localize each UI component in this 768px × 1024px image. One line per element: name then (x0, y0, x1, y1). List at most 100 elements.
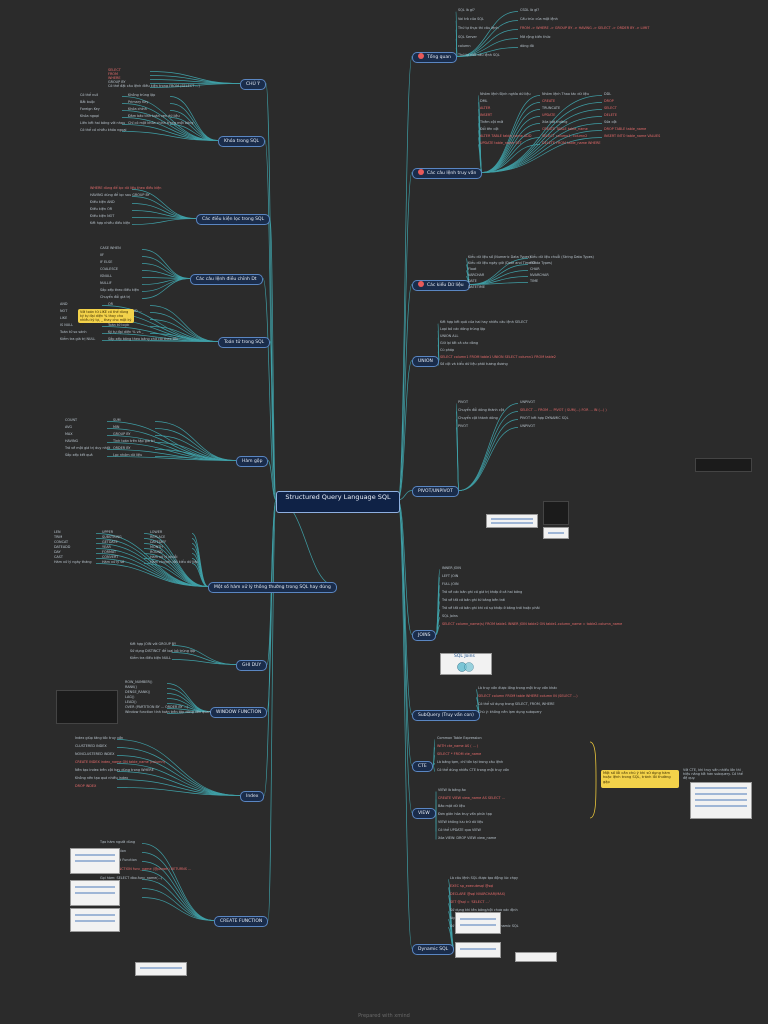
create-function-leaf: Tạo hàm người dùng (100, 840, 136, 844)
kieu-du-lieu-leaf: Float (468, 267, 477, 271)
joins-leaf: SELECT column_name(s) FROM table1 INNER … (442, 622, 623, 626)
chu-y-leaf: WHERE (108, 76, 121, 80)
ham-xu-ly-leaf: DATEADD (54, 545, 71, 549)
connector-line (141, 278, 191, 299)
ghi-duy-leaf: Sử dụng DISTINCT để loại bỏ trùng lặp (130, 649, 196, 653)
branch-ham-xu-ly[interactable]: Một số hàm xử lý thông thường trong SQL … (208, 582, 337, 593)
branch-bieu-thuc[interactable]: Các câu lệnh điều chỉnh Dt (190, 274, 263, 285)
branch-joins[interactable]: JOINS (412, 630, 437, 641)
branch-dynamic[interactable]: Dynamic SQL (412, 944, 455, 955)
ham-gop-leaf: SUM (113, 418, 121, 422)
connector-line (141, 843, 215, 921)
branch-create-function[interactable]: CREATE FUNCTION (214, 916, 269, 927)
kieu-du-lieu-leaf: DATETIME (468, 285, 485, 289)
branch-pivot[interactable]: PIVOT/UNPIVOT (412, 486, 459, 497)
create-function-leaf: CREATE FUNCTION func_name (@param) RETUR… (100, 867, 192, 871)
branch-ham-gop[interactable]: Hàm gộp (236, 456, 269, 467)
branch-tong-quan[interactable]: Tổng quan (412, 52, 457, 63)
bieu-thuc-leaf: IIF (100, 253, 104, 257)
footer-credit: Prepared with xmind (358, 1013, 410, 1019)
branch-cte[interactable]: CTE (412, 761, 433, 772)
connector-line (458, 427, 519, 491)
dynamic-leaf: Sử dụng khi tên bảng/cột chưa xác định (450, 908, 518, 912)
function-example-2 (70, 880, 120, 906)
toan-tu-leaf: OR (108, 302, 114, 306)
connector-line (149, 340, 219, 342)
branch-khoa[interactable]: Khóa trong SQL (218, 136, 266, 147)
union-leaf: Số cột và kiểu dữ liệu phải tương đương (440, 362, 508, 366)
ham-xu-ly-leaf: Hàm chuyển đổi kiểu dữ liệu (150, 560, 199, 564)
ham-gop-leaf: GROUP BY (113, 432, 131, 436)
kieu-du-lieu-leaf: DATE (468, 279, 477, 283)
connector-line (141, 888, 215, 921)
ham-gop-leaf: AVG (65, 425, 73, 429)
branch-view[interactable]: VIEW (412, 808, 436, 819)
branch-ghi-duy[interactable]: GHI DUY (236, 660, 268, 671)
bieu-thuc-leaf: ISNULL (100, 274, 112, 278)
cte-file-tree-image (690, 782, 752, 819)
union-leaf: Cú pháp (440, 348, 455, 352)
khoa-leaf: Có thể có nhiều khóa ngoại (80, 128, 127, 132)
branch-label: CREATE FUNCTION (220, 919, 263, 924)
branch-label: Dynamic SQL (418, 947, 449, 952)
subquery-leaf: Là truy vấn được lồng trong một truy vấn… (478, 686, 558, 690)
khoa-leaf: Primary Key (128, 100, 149, 104)
pivot-leaf: PIVOT (458, 400, 469, 404)
connector-line (456, 11, 519, 57)
window-leaf: ROW_NUMBER() (125, 680, 153, 684)
cte-leaf: WITH cte_name AS ( ... ) (437, 744, 479, 748)
ham-xu-ly-leaf: Hàm xử lý chuỗi (150, 555, 178, 559)
kieu-du-lieu-leaf: INT (530, 261, 536, 265)
connector-line (458, 419, 519, 491)
dieu-kien-leaf: Điều kiện OR (90, 207, 113, 211)
cac-cau-lenh-leaf: INSERT INTO table_name VALUES (604, 134, 661, 138)
union-leaf: Loại bỏ các dòng trùng lặp (440, 327, 486, 331)
toan-tu-leaf: Toán tử so sánh (60, 330, 87, 334)
branch-dieu-kien[interactable]: Các điều kiện lọc trong SQL (196, 214, 271, 225)
index-leaf: DROP INDEX (75, 784, 97, 788)
index-leaf: Không nên tạo quá nhiều index (75, 776, 129, 780)
dynamic-leaf: Là câu lệnh SQL được tạo động lúc chạy (450, 876, 519, 880)
sql-joins-image: SQL Joins (440, 653, 492, 675)
window-leaf: RANK() (125, 685, 137, 689)
connector-line (432, 765, 436, 772)
ham-xu-ly-leaf: DAY (54, 550, 61, 554)
callout-note-right: Một số lỗi cần chú ý khi sử dụng hàm hoặ… (601, 770, 679, 788)
connector-line (481, 130, 603, 173)
venn-diagram-icon (457, 662, 474, 672)
branch-kieu-du-lieu[interactable]: Các kiểu Dữ liệu (412, 280, 470, 291)
connector-line (116, 771, 241, 796)
ham-xu-ly-leaf: CONCAT (54, 540, 69, 544)
pivot-screenshot-3 (543, 527, 569, 539)
subquery-leaf: Chú ý: không nên lạm dụng subquery (478, 710, 542, 714)
branch-union[interactable]: UNION (412, 356, 439, 367)
cac-cau-lenh-leaf: CREATE (542, 99, 556, 103)
cac-cau-lenh-leaf: SELECT column1, column2 (542, 134, 588, 138)
branch-toan-tu[interactable]: Toán tử trong SQL (218, 337, 271, 348)
kieu-du-lieu-leaf: Kiểu dữ liệu số (Numeric Data Types) (468, 255, 531, 259)
connector-line (116, 787, 241, 796)
connector-line (143, 563, 209, 587)
cac-cau-lenh-leaf: DDL (604, 92, 612, 96)
branch-subquery[interactable]: SubQuery (Truy vấn con) (412, 710, 480, 721)
pivot-leaf: PIVOT (458, 424, 469, 428)
branch-index[interactable]: Index (240, 791, 265, 802)
branch-window[interactable]: WINDOW FUNCTION (210, 707, 268, 718)
view-leaf: Có thể UPDATE qua VIEW (438, 828, 481, 832)
connector-line (121, 103, 219, 141)
union-leaf: Kết hợp kết quả của hai hay nhiều câu lệ… (440, 320, 528, 324)
connector-line (481, 116, 603, 173)
branch-cac-cau-lenh[interactable]: Các câu lệnh truy vấn (412, 168, 483, 179)
pivot-result-table (695, 458, 752, 472)
tong-quan-leaf: Cấu trúc của một lệnh (520, 17, 558, 21)
connector-line (141, 861, 215, 921)
tong-quan-leaf: Vai trò của SQL (458, 17, 484, 21)
index-leaf: CLUSTERED INDEX (75, 744, 107, 748)
ham-xu-ly-leaf: DATEDIFF (150, 540, 167, 544)
root-topic[interactable]: Structured Query Language SQL (276, 491, 400, 513)
cte-leaf: Common Table Expression (437, 736, 482, 740)
branch-label: Các điều kiện lọc trong SQL (202, 217, 265, 222)
branch-chu-y[interactable]: CHÚ Ý (240, 79, 266, 90)
khoa-leaf: Khóa ngoại (80, 114, 99, 118)
view-leaf: CREATE VIEW view_name AS SELECT ... (438, 796, 505, 800)
